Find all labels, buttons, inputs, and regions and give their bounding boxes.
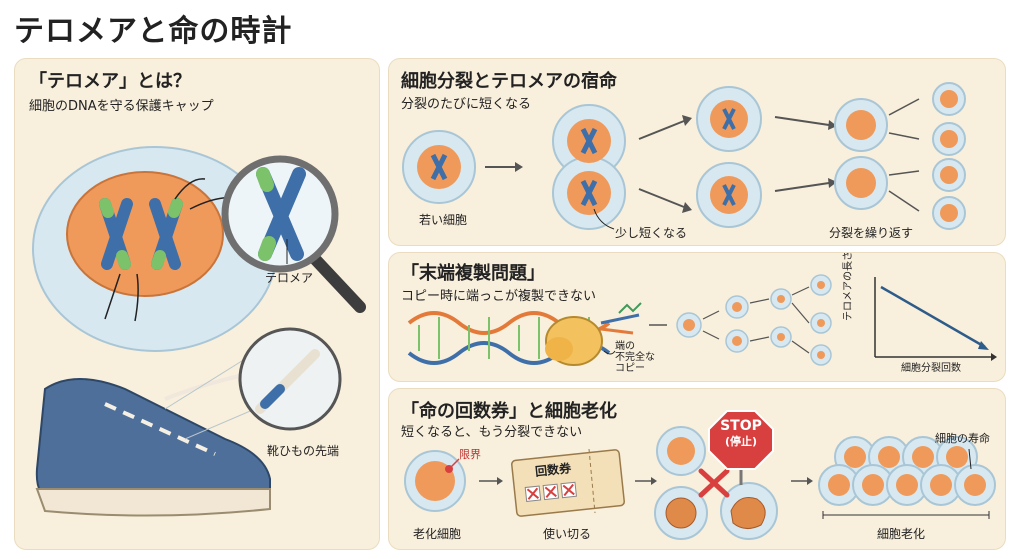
aging-diagram: [404, 410, 996, 540]
dividing-cell: [552, 104, 626, 230]
panel-title: 細胞分裂とテロメアの宿命: [401, 71, 617, 92]
young-cell-label: 若い細胞: [419, 213, 468, 227]
shorter-label: 少し短くなる: [615, 226, 688, 240]
stop-sign-icon: [708, 410, 774, 485]
panel-subtitle: 分裂のたびに短くなる: [401, 97, 532, 112]
division-diagram: [402, 82, 966, 230]
nucleus: [66, 171, 224, 297]
aglet-zoom: [164, 327, 342, 440]
page-title: テロメアと命の時計: [14, 14, 293, 49]
chromosome-left: [99, 198, 133, 270]
panel-title: 「テロメア」とは？: [29, 71, 191, 92]
senescent-cell-cluster: [818, 436, 996, 506]
chart-ylabel: テロメアの長さ: [843, 252, 854, 321]
senescent-nucleus: [878, 446, 900, 468]
telomere-illustration: [32, 146, 366, 517]
arrow-line: [174, 178, 206, 200]
old-cell-label: 老化細胞: [413, 527, 462, 541]
halted-cells: [654, 426, 778, 540]
ticket: [511, 448, 625, 517]
panel-cell-division: 細胞分裂とテロメアの宿命 分裂のたびに短くなる: [388, 58, 1006, 246]
daughter-cells: [696, 86, 762, 228]
granddaughter-cells: [834, 98, 888, 210]
used-up-label: 使い切る: [543, 527, 592, 541]
incomplete-copy-label: 端の 不完全な コピー: [615, 341, 655, 374]
repeat-label: 分裂を繰り返す: [829, 226, 914, 240]
panel-title: 「命の回数券」と細胞老化: [401, 401, 617, 422]
senescent-nucleus: [946, 446, 968, 468]
chromosome-right: [149, 198, 183, 270]
panel-subtitle: 細胞のDNAを守る保護キャップ: [29, 99, 214, 114]
panel-subtitle: 短くなると、もう分裂できない: [401, 425, 583, 440]
telomere-length-chart: [874, 277, 997, 361]
arrow-line: [104, 273, 121, 320]
shoelace-label: 靴ひもの先端: [267, 444, 340, 458]
panel-end-replication: 「末端複製問題」 コピー時に端っこが複製できない: [388, 252, 1006, 382]
panel-subtitle: コピー時に端っこが複製できない: [401, 289, 597, 304]
lifespan-label: 細胞の寿命: [935, 432, 990, 445]
senescent-nucleus: [930, 474, 952, 496]
replication-diagram: [407, 274, 997, 366]
magnifier-icon: [221, 155, 366, 313]
arrow-line: [134, 273, 139, 322]
cell-tree: [676, 274, 832, 366]
panel-what-is-telomere: 「テロメア」とは？ 細胞のDNAを守る保護キャップ: [14, 58, 380, 550]
arrows-small: [888, 98, 920, 212]
senescence-label: 細胞老化: [877, 527, 926, 541]
cross-icon: [698, 468, 730, 498]
panel-senescence: 「命の回数券」と細胞老化 短くなると、もう分裂できない: [388, 388, 1006, 550]
senescent-nucleus: [828, 474, 850, 496]
telomere-label: テロメア: [265, 271, 314, 285]
limit-label: 限界: [459, 448, 481, 461]
young-cell: [402, 130, 476, 204]
senescent-nucleus: [912, 446, 934, 468]
old-cell: [404, 450, 466, 512]
senescent-nucleus: [844, 446, 866, 468]
chart-xlabel: 細胞分裂回数: [901, 363, 961, 374]
shoe-illustration: [35, 367, 276, 517]
polymerase-enzyme: [545, 302, 642, 366]
senescent-nucleus: [896, 474, 918, 496]
senescent-nucleus: [964, 474, 986, 496]
final-cells: [932, 82, 966, 230]
senescent-nucleus: [862, 474, 884, 496]
stop-sign-text: STOP (停止): [720, 418, 762, 449]
panel-title: 「末端複製問題」: [401, 263, 545, 284]
